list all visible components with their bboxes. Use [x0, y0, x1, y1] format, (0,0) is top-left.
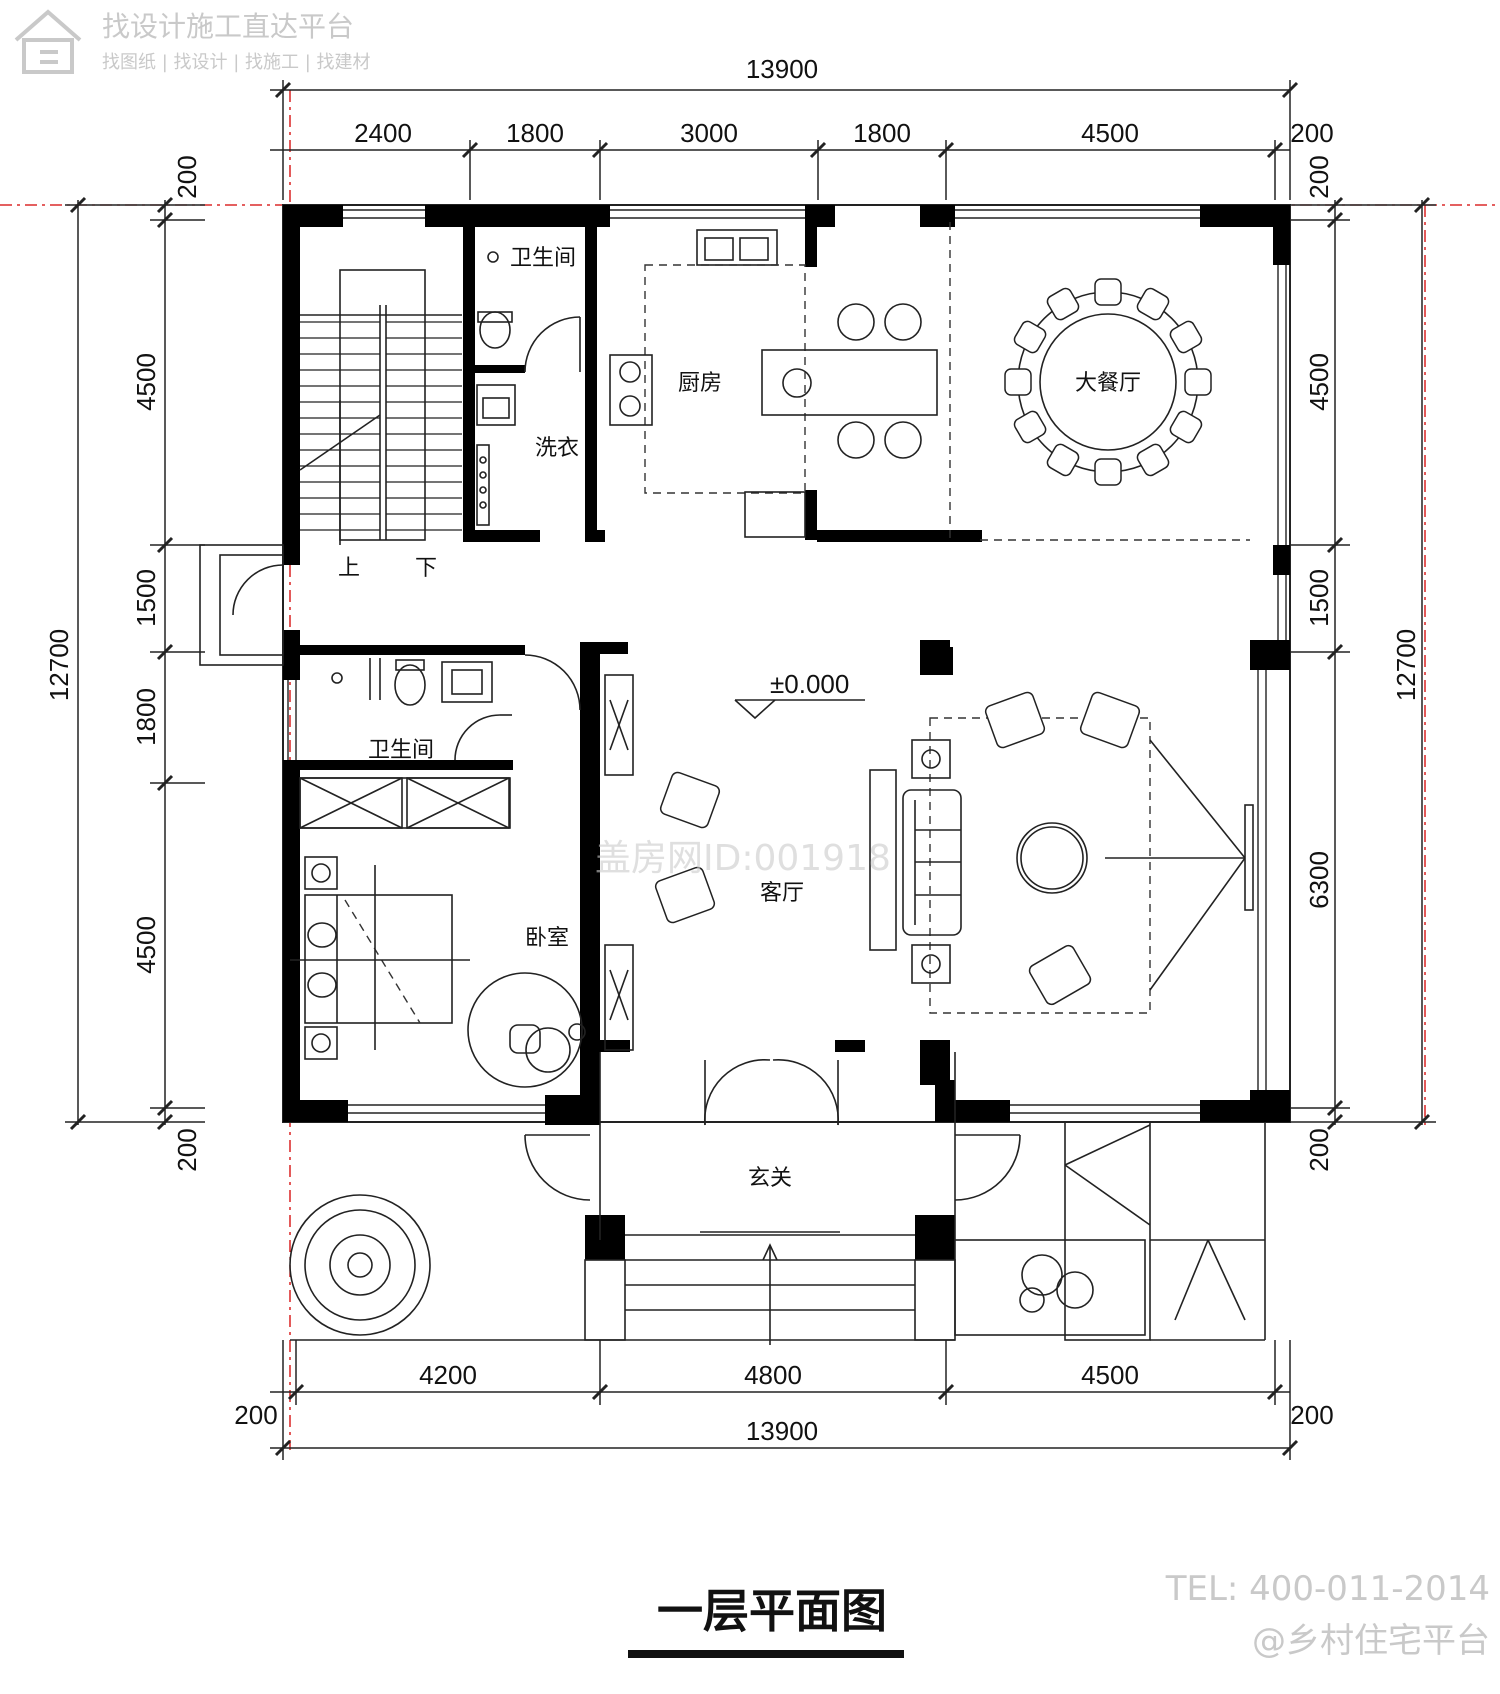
title-underline — [628, 1650, 904, 1658]
level-label: ±0.000 — [770, 669, 849, 699]
dim-bottom-total: 13900 — [746, 1416, 818, 1446]
watermark-handle: @乡村住宅平台 — [1252, 1621, 1490, 1661]
dim-right-5: 200 — [1304, 1128, 1334, 1171]
right-dimension-chain — [1290, 196, 1436, 1131]
room-label-laundry: 洗衣 — [535, 436, 579, 461]
dim-top-4: 1800 — [853, 118, 911, 148]
dim-top-1: 2400 — [354, 118, 412, 148]
dim-right-2: 4500 — [1304, 353, 1334, 411]
drawing-title: 一层平面图 — [657, 1584, 887, 1638]
upper-wc-fixtures — [477, 251, 581, 373]
room-label-kitchen: 厨房 — [678, 371, 722, 396]
dim-right-3: 1500 — [1304, 569, 1334, 627]
left-dimension-chain — [65, 196, 205, 1131]
garden-porch — [954, 1121, 1266, 1341]
building-outline — [282, 204, 1291, 1123]
dim-bottom-offset-right: 200 — [1290, 1400, 1333, 1430]
kitchen-fixtures — [609, 222, 951, 540]
dim-left-total: 12700 — [44, 629, 74, 701]
dim-left-1: 200 — [172, 155, 202, 198]
staircase — [299, 269, 462, 545]
dim-top-offset: 200 — [1290, 118, 1333, 148]
side-entrance — [199, 544, 284, 666]
dim-top-5: 4500 — [1081, 118, 1139, 148]
stair-down-label: 下 — [415, 556, 437, 581]
windows — [287, 209, 1287, 1114]
dim-left-5: 4500 — [131, 916, 161, 974]
dim-right-1: 200 — [1304, 155, 1334, 198]
dim-left-3: 1500 — [131, 569, 161, 627]
room-label-bedroom: 卧室 — [525, 926, 569, 951]
bedroom-furniture — [290, 777, 586, 1088]
watermark-line1: 找设计施工直达平台 — [102, 10, 354, 43]
dim-right-total: 12700 — [1391, 629, 1421, 701]
room-label-dining: 大餐厅 — [1075, 371, 1141, 396]
level-marker — [734, 699, 865, 720]
laundry-fixtures — [476, 384, 516, 526]
watermark-logo-icon — [14, 9, 82, 74]
living-room-furniture — [654, 647, 1254, 1014]
dim-bottom-3: 4500 — [1081, 1360, 1139, 1390]
stair-up-label: 上 — [338, 556, 360, 581]
tree-icon — [289, 1194, 431, 1336]
watermark-line2: 找图纸 | 找设计 | 找施工 | 找建材 — [102, 52, 371, 73]
wardrobe — [299, 674, 634, 1051]
room-label-foyer: 玄关 — [748, 1166, 792, 1191]
dim-bottom-offset-left: 200 — [234, 1400, 277, 1430]
watermark-tel: TEL: 400-011-2014 — [1165, 1569, 1490, 1609]
room-label-wc-lower: 卫生间 — [368, 738, 434, 763]
room-label-wc-upper: 卫生间 — [510, 246, 576, 271]
top-dimension-chain — [270, 80, 1299, 200]
dim-left-6: 200 — [172, 1128, 202, 1171]
dim-top-total: 13900 — [746, 54, 818, 84]
dim-left-2: 4500 — [131, 353, 161, 411]
dining-table-set — [1004, 278, 1212, 486]
dim-bottom-1: 4200 — [419, 1360, 477, 1390]
room-label-living: 客厅 — [760, 881, 804, 906]
dim-right-4: 6300 — [1304, 851, 1334, 909]
walls — [283, 205, 1290, 1260]
dim-top-2: 1800 — [506, 118, 564, 148]
dim-top-3: 3000 — [680, 118, 738, 148]
lower-wc-fixtures — [331, 654, 581, 761]
foyer — [290, 1052, 1021, 1345]
dim-bottom-2: 4800 — [744, 1360, 802, 1390]
watermark-center: 盖房网ID:001918 — [595, 838, 891, 879]
bottom-dimension-chain — [270, 1340, 1299, 1460]
dim-left-4: 1800 — [131, 688, 161, 746]
